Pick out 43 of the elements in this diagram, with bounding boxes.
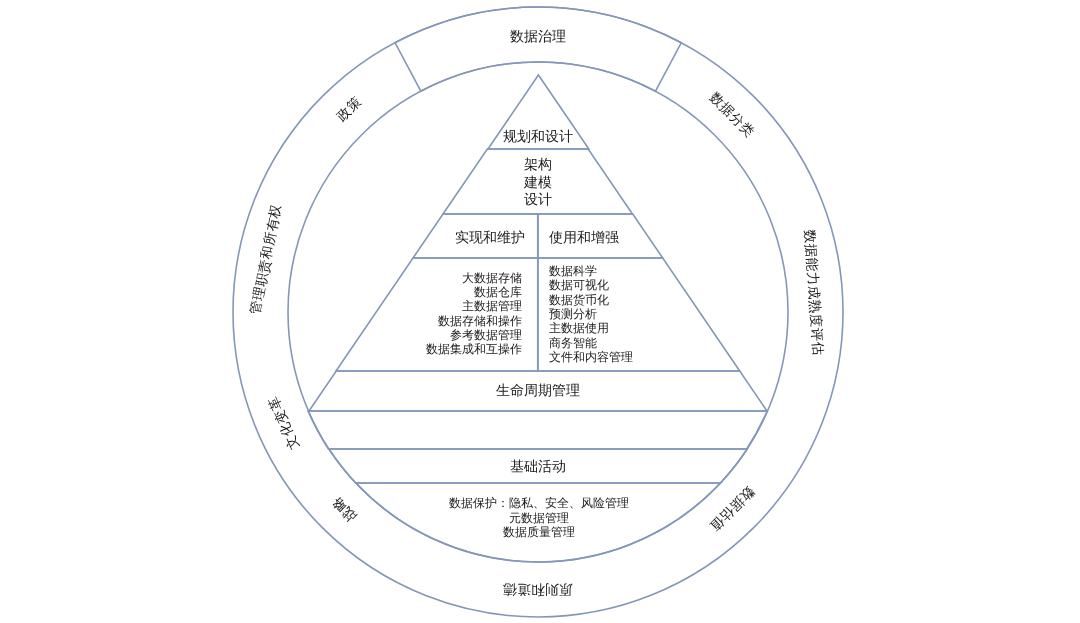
list-item: 主数据使用 <box>549 323 609 335</box>
ring-label: 政策 <box>334 94 364 124</box>
ring-label: 数据估值 <box>707 484 758 534</box>
pyramid-section <box>412 213 539 259</box>
section-title: 实现和维护 <box>455 231 525 245</box>
section-title: 数据治理 <box>510 30 566 44</box>
list-item: 参考数据管理 <box>450 330 522 342</box>
list-item: 数据集成和互操作 <box>426 344 522 356</box>
list-item: 数据质量管理 <box>503 527 575 539</box>
ring-label: 原则和道德 <box>503 582 573 596</box>
list-item: 主数据管理 <box>462 301 522 314</box>
ring-label: 数据能力成熟度评估 <box>803 229 826 356</box>
list-item: 建模 <box>524 175 552 190</box>
pyramid-tier <box>442 148 634 215</box>
section-title: 基础活动 <box>510 460 566 474</box>
list-item: 大数据存储 <box>462 273 522 285</box>
ring-label: 数据分类 <box>707 90 758 140</box>
list-item: 数据可视化 <box>549 280 609 293</box>
ring-segment <box>393 6 683 93</box>
list-item: 数据仓库 <box>474 287 522 299</box>
list-item: 数据保护：隐私、安全、风险管理 <box>449 498 629 510</box>
empty-band <box>307 410 769 450</box>
list-item: 架构 <box>524 158 552 172</box>
list-item: 预测分析 <box>549 309 597 321</box>
list-item: 数据货币化 <box>549 294 609 307</box>
section-title: 生命周期管理 <box>496 384 580 398</box>
ring-label: 管理职责和所有权 <box>248 202 284 316</box>
pyramid-section <box>537 213 664 259</box>
list-item: 元数据管理 <box>509 512 569 525</box>
pyramid-tier <box>308 370 768 412</box>
ring-label: 文化变革 <box>266 394 302 452</box>
band <box>327 448 749 484</box>
pyramid-section <box>537 257 741 372</box>
list-item: 商务智能 <box>549 337 597 350</box>
ring-label: 战略 <box>328 494 359 524</box>
list-item: 设计 <box>524 193 552 207</box>
pyramid-tier <box>486 74 590 150</box>
list-item: 数据科学 <box>549 266 597 278</box>
pyramid-section <box>335 257 539 372</box>
list-item: 数据存储和操作 <box>438 315 522 328</box>
section-title: 规划和设计 <box>503 130 573 144</box>
section-title: 使用和增强 <box>549 231 619 245</box>
list-item: 文件和内容管理 <box>549 352 633 364</box>
